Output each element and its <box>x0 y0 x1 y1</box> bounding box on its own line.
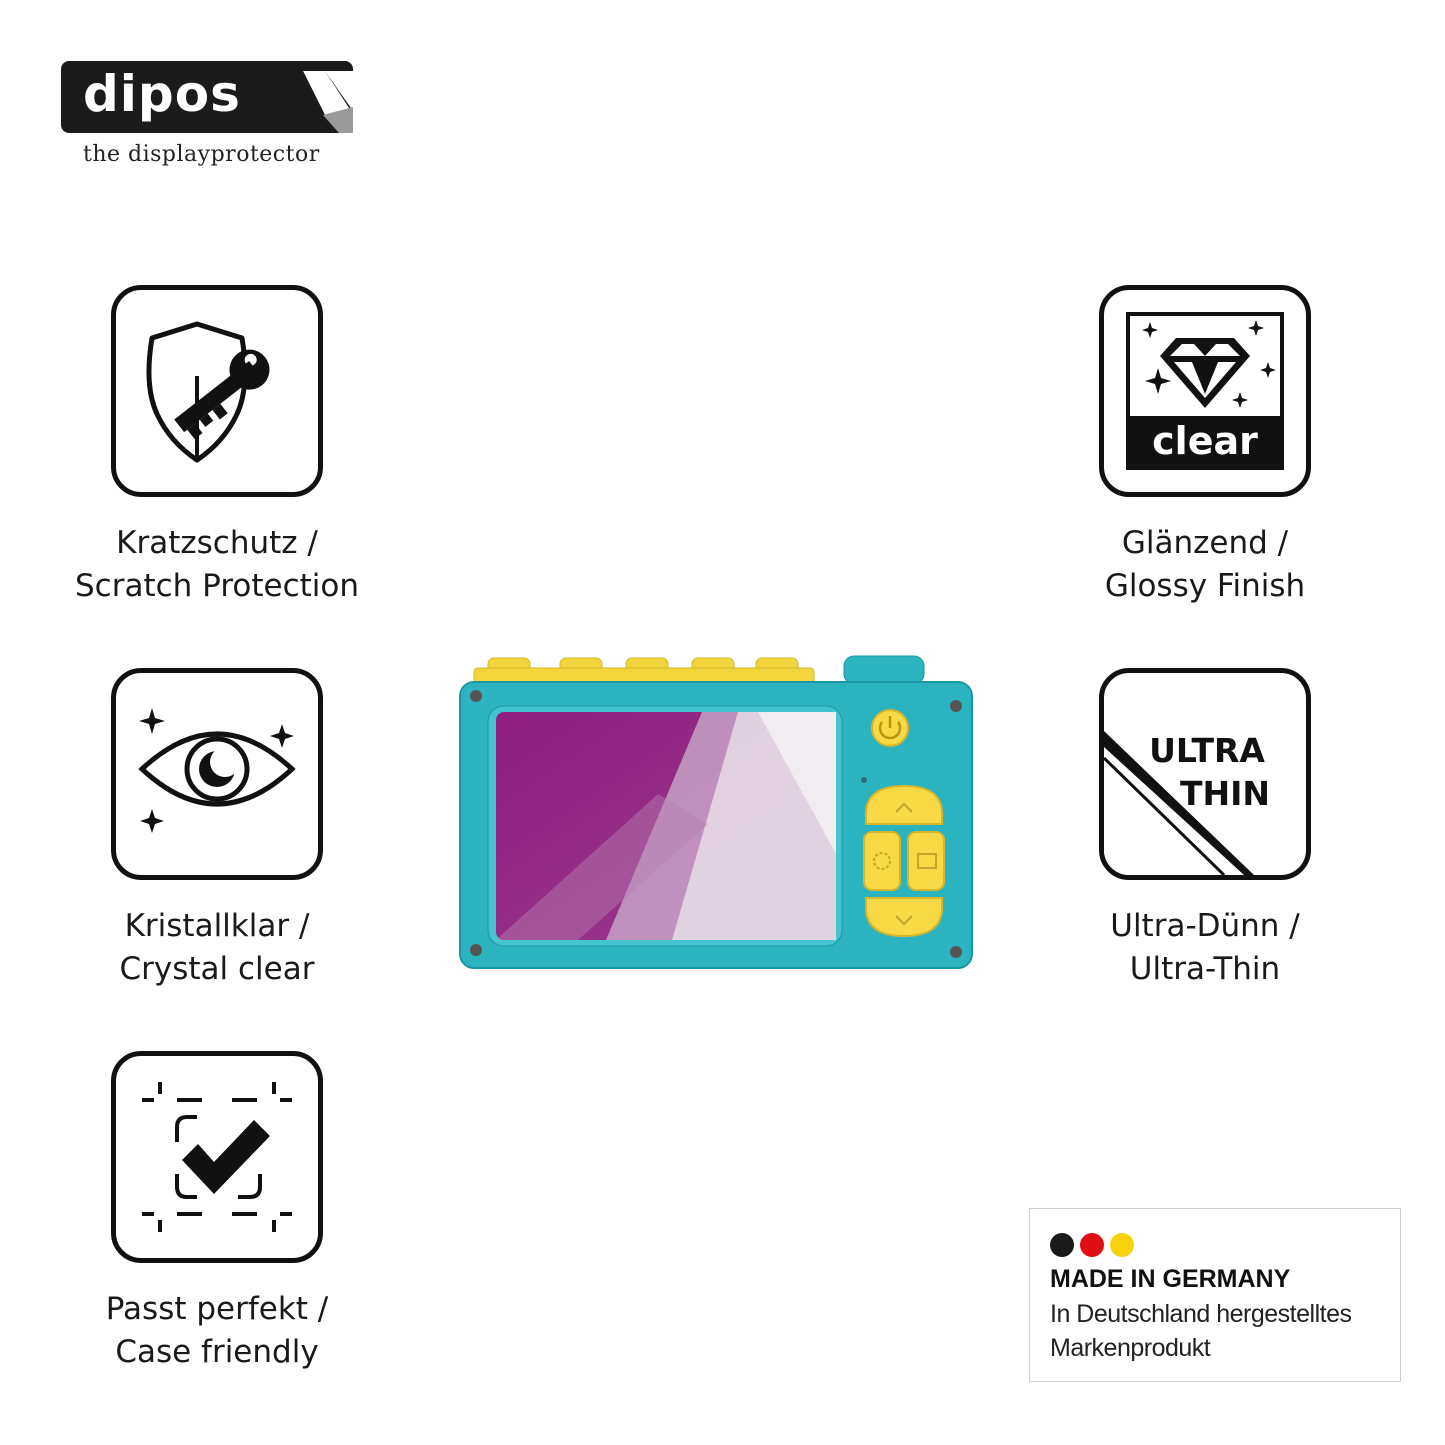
feature-label-line-1: Kratzschutz / <box>116 525 318 561</box>
feature-glossy-finish: clear <box>1099 285 1311 497</box>
badge-line-2: Markenprodukt <box>1050 1334 1211 1362</box>
feature-label-line-1: Passt perfekt / <box>105 1291 329 1327</box>
feature-label-ultra-thin: Ultra-Dünn / Ultra-Thin <box>1035 905 1375 991</box>
diamond-clear-icon: clear <box>1126 312 1284 470</box>
clear-label-bar: clear <box>1130 416 1280 466</box>
ruler-icon <box>1104 731 1254 875</box>
flag-dot-gold <box>1110 1233 1134 1257</box>
eye-icon <box>138 708 296 833</box>
feature-label-line-2: Ultra-Thin <box>1129 951 1281 987</box>
feature-label-line-1: Ultra-Dünn / <box>1110 908 1300 944</box>
checkmark-frame-icon <box>142 1082 292 1232</box>
feature-label-line-2: Glossy Finish <box>1104 568 1306 604</box>
badge-title: MADE IN GERMANY <box>1050 1265 1291 1293</box>
feature-label-line-2: Crystal clear <box>119 951 315 987</box>
feature-label-line-2: Scratch Protection <box>75 568 359 604</box>
feature-label-line-1: Kristallklar / <box>124 908 310 944</box>
ultra-text: ULTRA <box>1149 731 1265 770</box>
flag-dot-red <box>1080 1233 1104 1257</box>
brand-logo: dipos <box>61 61 353 133</box>
feature-crystal-clear <box>111 668 323 880</box>
feature-label-line-1: Glänzend / <box>1121 525 1289 561</box>
ultra-thin-text: ULTRA THIN <box>1144 729 1270 815</box>
brand-name: dipos <box>83 65 241 123</box>
feature-case-friendly <box>111 1051 323 1263</box>
diamond-icon <box>1142 320 1276 408</box>
feature-label-glossy: Glänzend / Glossy Finish <box>1035 522 1375 608</box>
feature-label-crystal: Kristallklar / Crystal clear <box>47 905 387 991</box>
clear-label: clear <box>1152 419 1258 463</box>
badge-line-1: In Deutschland hergestelltes <box>1050 1300 1352 1328</box>
brand-tagline: the displayprotector <box>83 142 320 167</box>
feature-label-case: Passt perfekt / Case friendly <box>47 1288 387 1374</box>
made-in-germany-badge: MADE IN GERMANY In Deutschland hergestel… <box>1029 1208 1401 1382</box>
feature-scratch-protection <box>111 285 323 497</box>
feature-label-scratch: Kratzschutz / Scratch Protection <box>47 522 387 608</box>
ruler-ultra-thin-icon: ULTRA THIN <box>1104 673 1306 875</box>
feature-ultra-thin: ULTRA THIN <box>1099 668 1311 880</box>
thin-text: THIN <box>1180 774 1271 813</box>
feature-label-line-2: Case friendly <box>115 1334 319 1370</box>
shield-key-icon <box>146 321 270 463</box>
flag-dot-black <box>1050 1233 1074 1257</box>
page-curl-icon <box>303 71 353 133</box>
kids-camera-illustration <box>459 655 973 969</box>
